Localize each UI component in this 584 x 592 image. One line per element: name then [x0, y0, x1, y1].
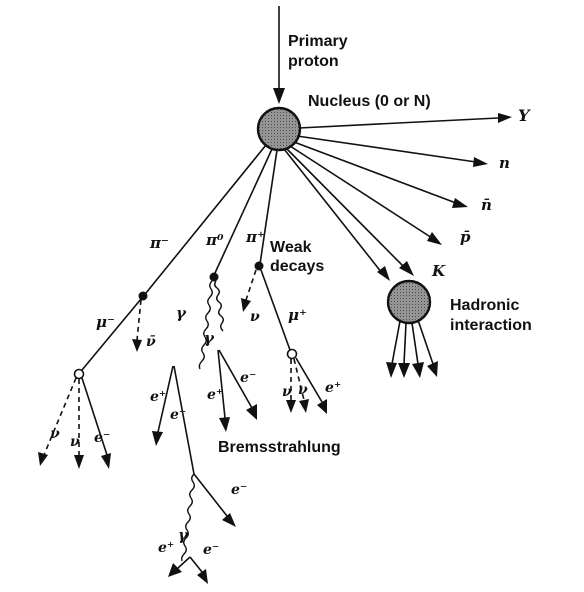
mu-plus-decay-products: [286, 357, 327, 414]
hadronic-label-line1: Hadronic: [450, 297, 519, 314]
primary-proton-track: [273, 6, 285, 104]
pi-plus-decay-products: [241, 269, 291, 351]
primary-label-line2: proton: [288, 53, 339, 70]
particle-Y: Y: [518, 106, 531, 125]
particle-nu-d: ν: [298, 382, 308, 398]
particle-nu: ν: [250, 309, 260, 325]
particle-nu-bar: ν̄: [146, 334, 156, 350]
particle-gamma-3: γ: [178, 526, 189, 544]
mu-minus-decay-vertex: [73, 368, 85, 380]
particle-e-plus-4: e⁺: [158, 540, 174, 556]
hadronic-products: [386, 319, 438, 378]
particle-pi-zero: π⁰: [205, 231, 224, 249]
pi-zero-photons: [198, 280, 224, 370]
pi-plus-decay-vertex: [254, 261, 264, 271]
particle-mu-plus: μ⁺: [288, 306, 307, 324]
particle-e-minus-4: e⁻: [231, 482, 247, 498]
particle-pbar: p̄: [460, 228, 471, 246]
particle-e-minus-3: e⁻: [240, 370, 256, 386]
weak-decays-line2: decays: [270, 258, 324, 275]
pair-production-left: [152, 365, 195, 475]
particle-n: n: [499, 154, 510, 172]
particle-pi-plus: π⁺: [245, 228, 265, 246]
pair-production-bottom: [168, 556, 208, 584]
pi-minus-decay-products: [81, 298, 142, 371]
pair-production-right: [217, 349, 257, 432]
pi-zero-decay-vertex: [209, 272, 219, 282]
bremsstrahlung-label: Bremsstrahlung: [218, 439, 341, 456]
weak-decays-line1: Weak: [270, 239, 312, 256]
primary-label-line1: Primary: [288, 33, 348, 50]
particle-K: K: [431, 262, 446, 280]
particle-gamma-1: γ: [176, 304, 187, 322]
particle-e-minus-1: e⁻: [94, 430, 110, 446]
particle-gamma-2: γ: [204, 329, 215, 347]
pion-tracks: [145, 144, 278, 294]
particle-e-minus-2: e⁻: [170, 407, 186, 423]
bremsstrahlung-products: [181, 473, 236, 562]
particle-pi-minus: π⁻: [149, 234, 169, 252]
mu-minus-decay-products: [38, 377, 111, 469]
particle-e-minus-5: e⁻: [203, 542, 219, 558]
particle-nu-a: ν: [50, 426, 60, 442]
particle-nbar: n̄: [481, 196, 492, 214]
particle-e-plus-2: e⁺: [207, 387, 223, 403]
hadronic-label-line2: interaction: [450, 317, 532, 334]
nucleus-circle: [256, 106, 302, 152]
particle-mu-minus: μ⁻: [96, 313, 115, 331]
hadronic-interaction-circle: [386, 279, 432, 325]
nucleus-label: Nucleus (0 or N): [308, 93, 431, 110]
particle-nu-b: ν: [70, 434, 80, 450]
secondary-tracks: [283, 113, 512, 281]
mu-plus-decay-vertex: [286, 348, 298, 360]
particle-e-plus-3: e⁺: [325, 380, 341, 396]
pi-minus-decay-vertex: [138, 291, 148, 301]
particle-e-plus-1: e⁺: [150, 389, 166, 405]
particle-nu-c: ν: [282, 384, 292, 400]
